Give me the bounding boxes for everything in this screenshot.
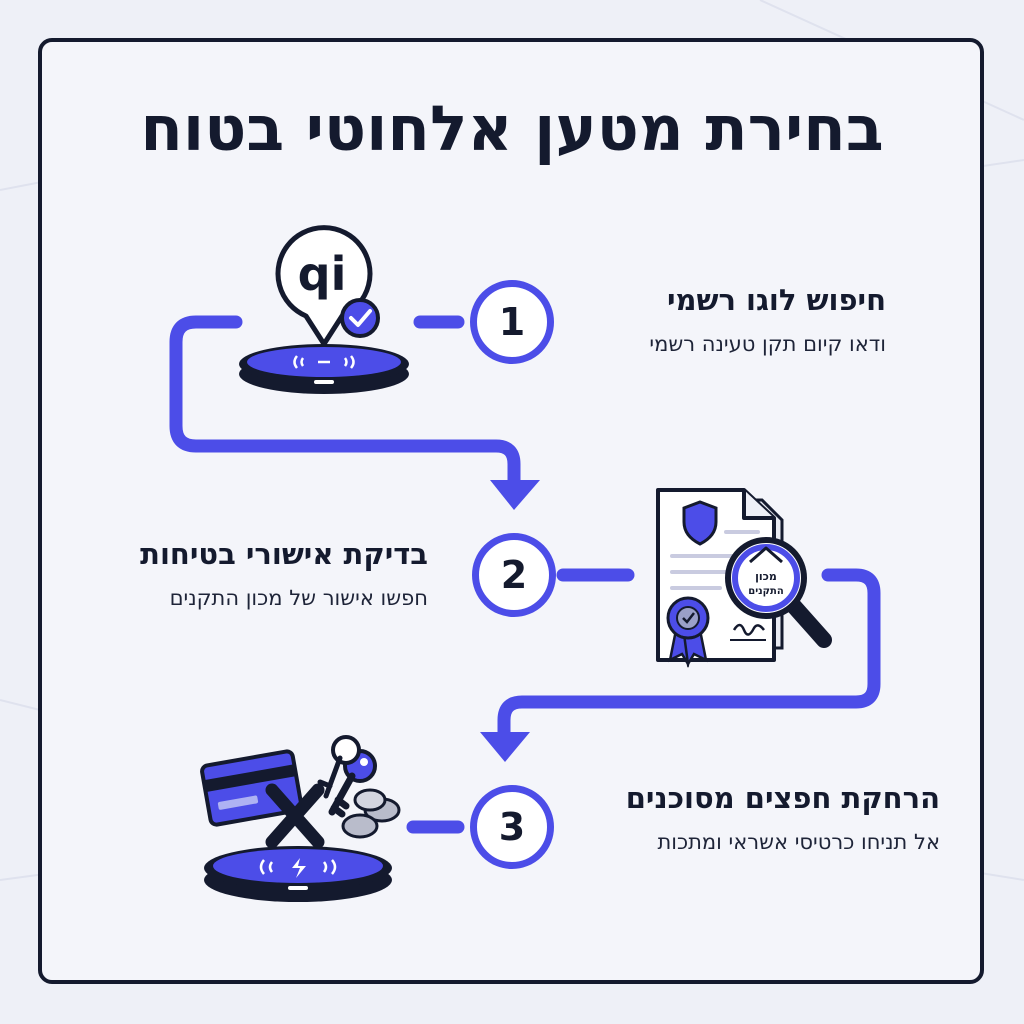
certificate-magnifier-icon: מכון התקנים (656, 488, 832, 668)
step-2-title: בדיקת אישורי בטיחות (140, 537, 428, 571)
step-3-text: הרחקת חפצים מסוכנים אל תניחו כרטיסי אשרא… (626, 780, 940, 856)
step-2-text: בדיקת אישורי בטיחות חפשו אישור של מכון ה… (140, 536, 428, 612)
step-number-1: 1 (470, 280, 554, 364)
step-number-3: 3 (470, 785, 554, 869)
standards-seal-text: מכון (755, 570, 777, 583)
connector-icon1-loop (169, 315, 521, 489)
flow-connectors (169, 315, 881, 834)
qi-logo-text: qi (298, 247, 347, 301)
key-icon (317, 735, 377, 818)
step-1-text: חיפוש לוגו רשמי ודאו קיום תקן טעינה רשמי (649, 282, 886, 358)
no-metal-objects-icon (200, 735, 401, 902)
step-number-2: 2 (472, 533, 556, 617)
standards-seal-text: התקנים (748, 586, 784, 597)
step-2-description: חפשו אישור של מכון התקנים (169, 586, 428, 610)
forbidden-x-icon (265, 783, 325, 849)
step-1-title: חיפוש לוגו רשמי (666, 283, 886, 317)
qi-charger-icon: qi (239, 225, 409, 394)
step-3-title: הרחקת חפצים מסוכנים (625, 781, 940, 815)
step-1-description: ודאו קיום תקן טעינה רשמי (649, 332, 886, 356)
arrow-head-icon (490, 480, 540, 510)
arrow-head-icon (480, 732, 530, 762)
page-title: בחירת מטען אלחוטי בטוח (140, 92, 884, 165)
connector-icon2-loop (497, 568, 881, 741)
coins-icon (341, 788, 401, 839)
step-3-description: אל תניחו כרטיסי אשראי ומתכות (657, 830, 940, 854)
